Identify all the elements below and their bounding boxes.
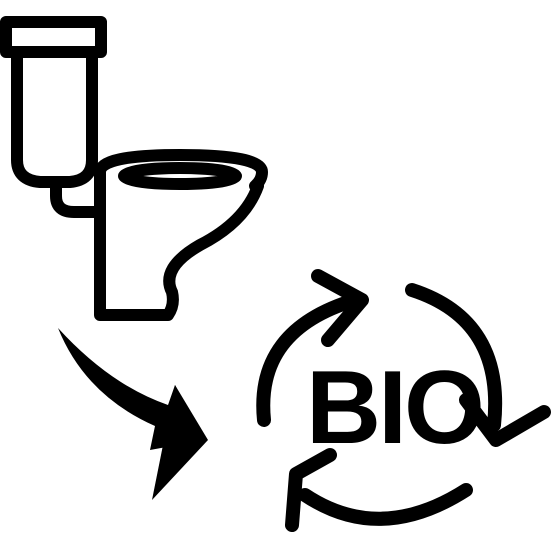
- toilet-pipe: [50, 176, 106, 218]
- curved-arrow-icon: [58, 328, 208, 500]
- toilet-tank: [11, 46, 98, 188]
- recycle-arrowhead-top: [311, 269, 369, 347]
- recycle-arrowhead-bottom: [285, 448, 337, 532]
- toilet-tank-lid: [0, 16, 107, 58]
- recycle-arc-bottom: [298, 483, 473, 526]
- curved-arrow-head: [152, 385, 208, 500]
- recycle-arrowhead-right: [459, 393, 551, 447]
- toilet-bowl: [94, 166, 264, 321]
- toilet-bowl-opening: [118, 162, 242, 190]
- recycle-arc-left: [256, 293, 362, 427]
- recycle-icon: [256, 269, 551, 532]
- bio-label: BIO: [306, 350, 482, 466]
- recycle-arc-right: [405, 283, 503, 432]
- toilet-icon: [0, 16, 268, 321]
- toilet-bowl-rim: [94, 149, 268, 192]
